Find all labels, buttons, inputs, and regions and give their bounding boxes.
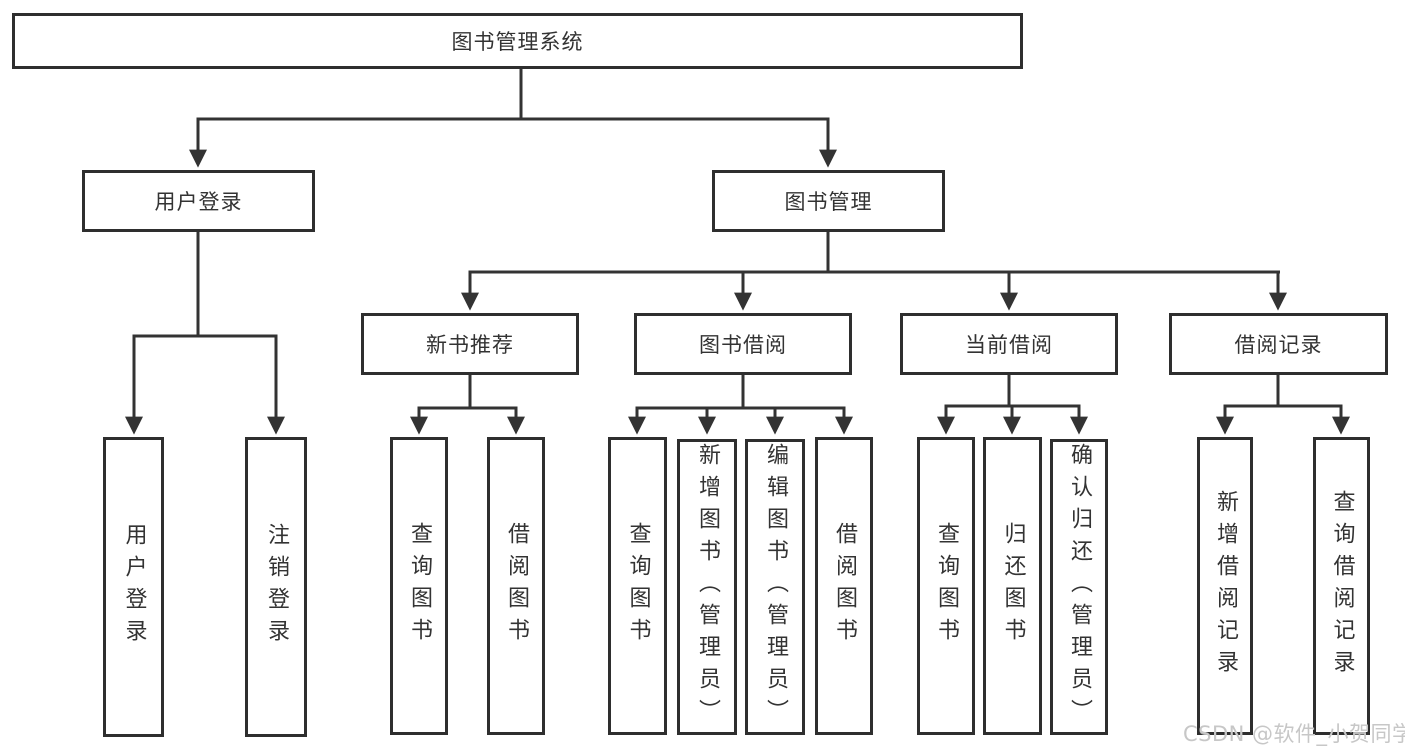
leaf-label: 查询图书 [407,522,432,650]
leaf-label: 确认归还（管理员） [1067,443,1092,731]
leaf-label: 查询图书 [934,522,959,650]
leaf-newbook-borrow-books: 借阅图书 [487,437,545,735]
leaf-current-return-books: 归还图书 [983,437,1042,735]
node-book-management: 图书管理 [712,170,945,232]
leaf-user-login: 用户登录 [103,437,164,737]
leaf-label: 新增借阅记录 [1213,490,1238,682]
leaf-label: 用户登录 [121,523,147,651]
leaf-newbook-query-books: 查询图书 [390,437,448,735]
leaf-borrow-edit-books-admin: 编辑图书（管理员） [745,439,805,735]
node-new-book-recommend: 新书推荐 [361,313,579,375]
node-current-borrowing: 当前借阅 [900,313,1118,375]
leaf-record-query-borrow-record: 查询借阅记录 [1313,437,1370,735]
leaf-label: 查询借阅记录 [1329,490,1355,682]
leaf-label: 新增图书（管理员） [695,443,720,731]
leaf-label: 编辑图书（管理员） [763,443,788,731]
leaf-label: 借阅图书 [504,522,529,650]
leaf-label: 借阅图书 [832,522,857,650]
leaf-label: 查询图书 [625,522,651,650]
node-user-login: 用户登录 [82,170,315,232]
node-borrowing-records: 借阅记录 [1169,313,1388,375]
node-library-management-system: 图书管理系统 [12,13,1023,69]
leaf-borrow-borrow-books: 借阅图书 [815,437,873,735]
leaf-record-add-borrow-record: 新增借阅记录 [1197,437,1253,735]
leaf-current-confirm-return-admin: 确认归还（管理员） [1050,439,1108,735]
node-book-borrowing: 图书借阅 [634,313,852,375]
leaf-current-query-books: 查询图书 [917,437,975,735]
leaf-logout: 注销登录 [245,437,307,737]
leaf-borrow-add-books-admin: 新增图书（管理员） [677,439,737,735]
leaf-label: 注销登录 [264,523,289,651]
csdn-watermark: CSDN @软件_小贺同学 [1183,722,1405,746]
leaf-borrow-query-books: 查询图书 [608,437,667,735]
leaf-label: 归还图书 [1000,522,1026,650]
